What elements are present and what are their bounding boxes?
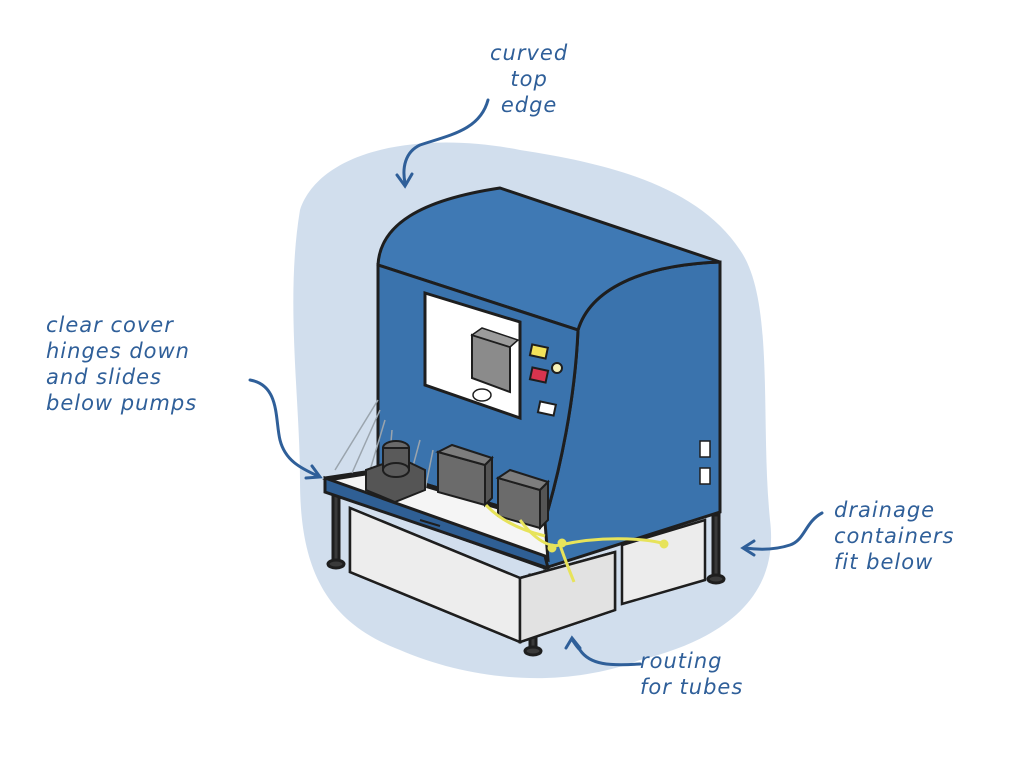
annotation-line: hinges down (46, 339, 190, 363)
housing-top (376, 186, 721, 332)
annotation-curved-top-edge: curved top edge (490, 40, 568, 118)
annotation-line: clear cover (46, 313, 174, 337)
annotation-line: and slides (46, 365, 162, 389)
tubes (484, 503, 669, 583)
annotation-line: top (510, 67, 548, 91)
arrow-top (402, 98, 490, 185)
pump-box-left (435, 443, 494, 508)
arrow-drain (743, 511, 824, 551)
control-buttons (528, 343, 563, 417)
annotation-line: edge (500, 93, 558, 117)
pump-box-right (495, 468, 550, 531)
side-vents (699, 440, 711, 485)
annotation-routing: routing for tubes (640, 648, 743, 700)
clear-cover (334, 399, 434, 491)
annotation-line: for tubes (640, 675, 744, 699)
annotation-line: curved (490, 41, 569, 65)
pump-small (365, 440, 426, 504)
annotation-drainage: drainage containers fit below (834, 497, 954, 575)
annotation-line: containers (834, 524, 955, 548)
drainage-containers (348, 506, 707, 644)
arrow-cover (248, 378, 320, 478)
annotation-clear-cover: clear cover hinges down and slides below… (46, 312, 197, 416)
annotation-line: below pumps (46, 391, 198, 415)
annotation-line: drainage (834, 498, 936, 522)
annotation-arrows (248, 98, 824, 667)
window (423, 290, 522, 421)
annotation-line: routing (640, 649, 723, 673)
annotation-line: fit below (834, 550, 934, 574)
